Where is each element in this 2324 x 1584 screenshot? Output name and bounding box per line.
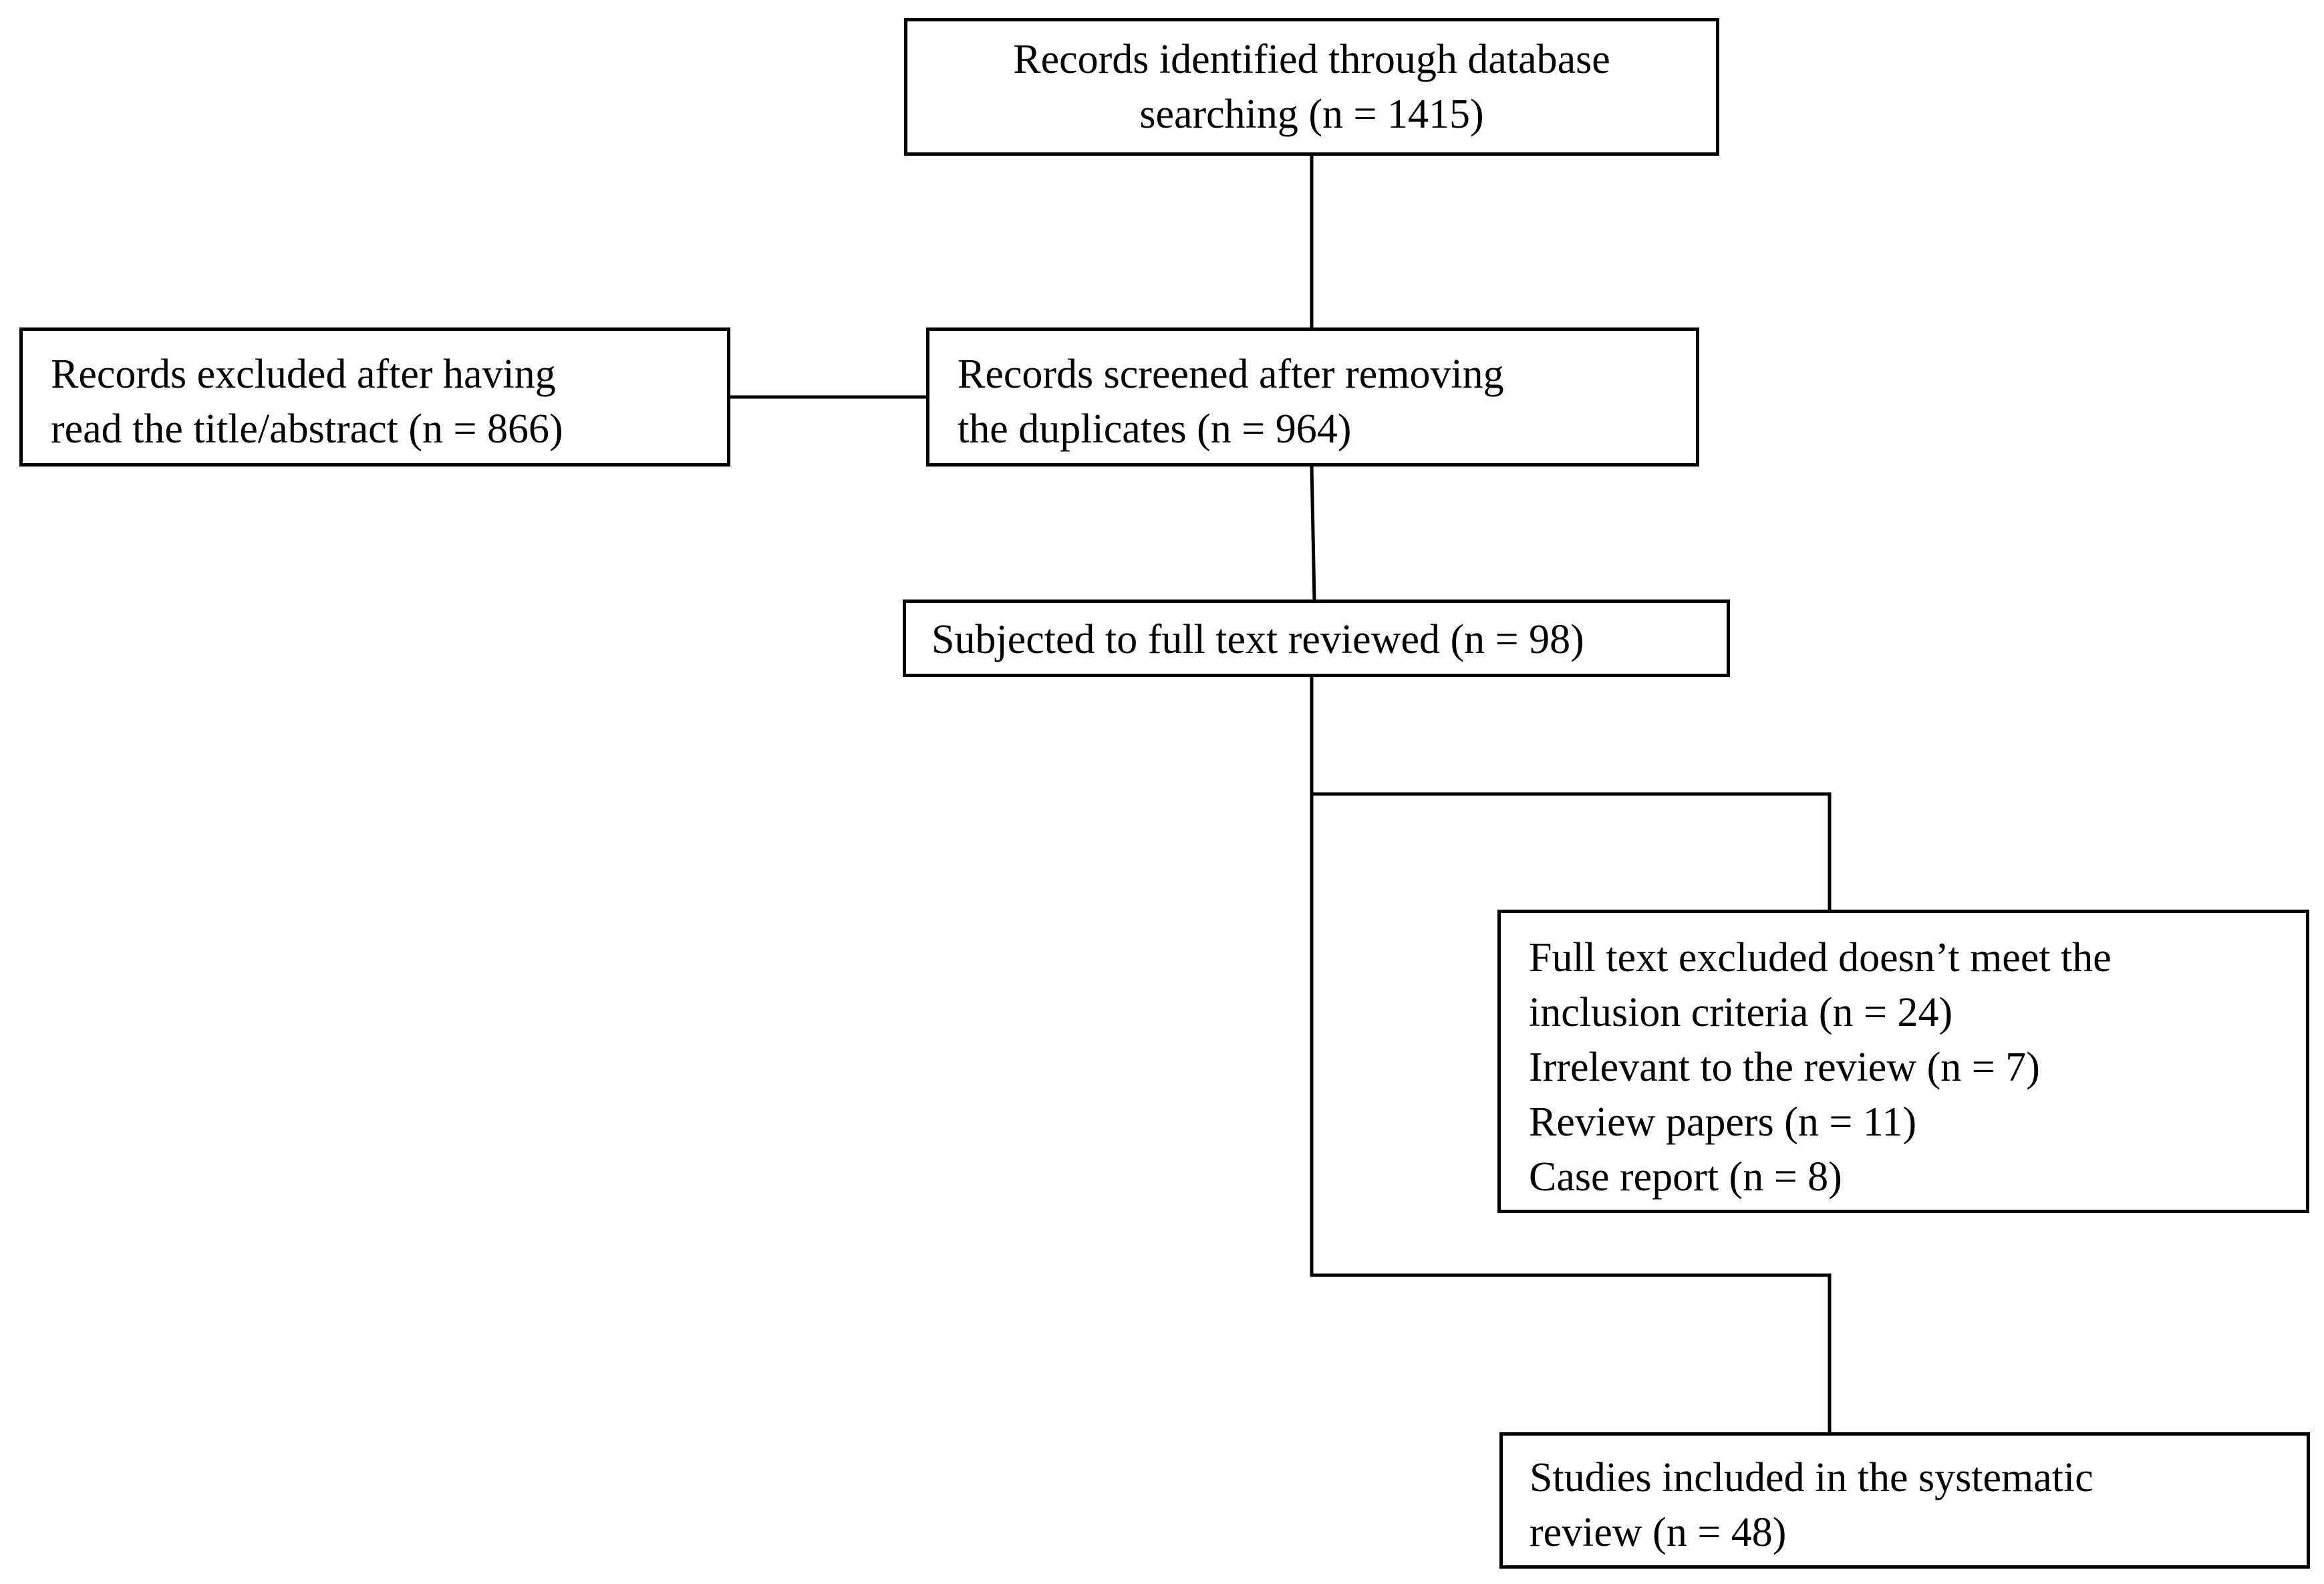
edge-fulltext-to-excluded-full [1310, 675, 1832, 912]
box-text-line: the duplicates (n = 964) [958, 406, 1352, 452]
records-identified-box: Records identified through database sear… [904, 18, 1719, 156]
box-text-line: Review papers (n = 11) [1529, 1099, 1917, 1145]
box-text-line: Case report (n = 8) [1529, 1154, 1842, 1200]
box-text-line: searching (n = 1415) [1139, 92, 1484, 137]
box-text-line: review (n = 48) [1530, 1510, 1787, 1555]
box-text-line: read the title/abstract (n = 866) [51, 406, 563, 452]
edge-screened-to-fulltext [1310, 465, 1316, 602]
records-screened-box: Records screened after removing the dupl… [926, 327, 1699, 467]
studies-included-box: Studies included in the systematic revie… [1499, 1432, 2310, 1569]
box-text-line: Records screened after removing [958, 352, 1504, 397]
box-text-line: Full text excluded doesn’t meet the [1529, 935, 2112, 980]
box-text-line: Subjected to full text reviewed (n = 98) [931, 617, 1584, 662]
full-text-excluded-box: Full text excluded doesn’t meet the incl… [1497, 910, 2309, 1213]
edge-fulltext-to-included [1310, 792, 1832, 1434]
box-text-line: inclusion criteria (n = 24) [1529, 990, 1953, 1035]
box-text-line: Records identified through database [1013, 37, 1610, 82]
full-text-reviewed-box: Subjected to full text reviewed (n = 98) [903, 600, 1730, 677]
box-text-line: Records excluded after having [51, 352, 556, 397]
box-text-line: Studies included in the systematic [1530, 1455, 2093, 1500]
box-text-line: Irrelevant to the review (n = 7) [1529, 1045, 2040, 1090]
records-excluded-title-abstract-box: Records excluded after having read the t… [19, 327, 730, 467]
